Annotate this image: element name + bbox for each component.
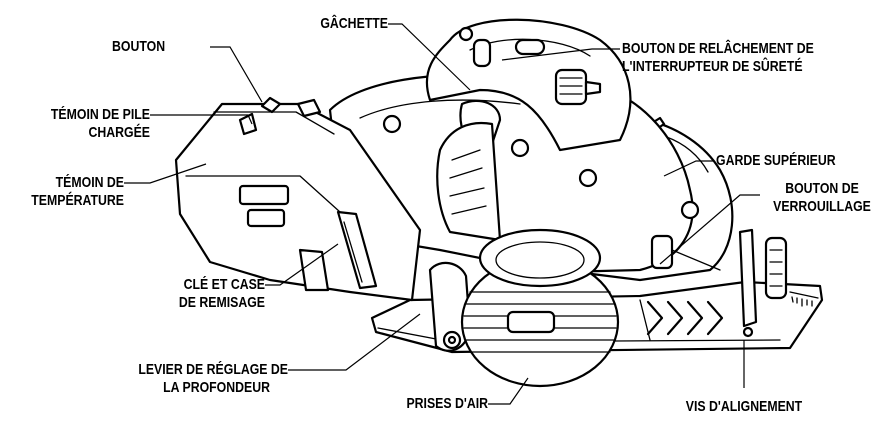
base-ruler — [789, 291, 819, 307]
label-cle-case-line1: CLÉ ET CASE — [183, 276, 265, 293]
base-chevrons — [646, 300, 724, 336]
label-vis-alignement: VIS D'ALIGNEMENT — [678, 398, 809, 416]
motor-end-cap — [460, 228, 620, 388]
label-cle-case-line2: DE REMISAGE — [178, 294, 265, 311]
label-garde-superieur-text: GARDE SUPÉRIEUR — [716, 152, 836, 169]
label-temoin-temperature-line1: TÉMOIN DE — [55, 174, 124, 191]
label-cle-case: CLÉ ET CASE DE REMISAGE — [154, 276, 265, 312]
label-bouton-relachement-line1: BOUTON DE RELÂCHEMENT DE — [622, 40, 814, 57]
label-bouton: BOUTON — [112, 38, 165, 56]
depth-lever — [428, 261, 472, 352]
label-levier-profondeur-line1: LEVIER DE RÉGLAGE DE — [138, 361, 288, 378]
label-temoin-pile-line2: CHARGÉE — [88, 124, 150, 141]
label-vis-alignement-text: VIS D'ALIGNEMENT — [685, 398, 803, 415]
label-prises-air: PRISES D'AIR — [367, 395, 488, 413]
label-gachette: GÂCHETTE — [291, 15, 388, 33]
label-temoin-pile-line1: TÉMOIN DE PILE — [50, 106, 150, 123]
label-temoin-temperature-line2: TEMPÉRATURE — [31, 192, 124, 209]
label-bouton-relachement-line2: L'INTERRUPTEUR DE SÛRETÉ — [622, 58, 803, 75]
label-levier-profondeur: LEVIER DE RÉGLAGE DE LA PROFONDEUR — [101, 361, 288, 397]
key-storage — [336, 210, 378, 290]
label-bouton-verrouillage: BOUTON DE VERROUILLAGE — [765, 180, 880, 216]
lock-button — [650, 234, 721, 271]
alignment-bracket — [738, 228, 788, 338]
handle — [425, 18, 632, 152]
safety-release-knob — [554, 68, 602, 106]
label-bouton-text: BOUTON — [112, 38, 166, 55]
label-prises-air-text: PRISES D'AIR — [406, 395, 488, 412]
label-temoin-pile: TÉMOIN DE PILE CHARGÉE — [27, 106, 150, 142]
label-levier-profondeur-line2: LA PROFONDEUR — [163, 379, 270, 396]
label-garde-superieur: GARDE SUPÉRIEUR — [716, 152, 836, 170]
label-bouton-verrouillage-line2: VERROUILLAGE — [773, 198, 871, 215]
label-gachette-text: GÂCHETTE — [320, 15, 388, 32]
label-bouton-relachement: BOUTON DE RELÂCHEMENT DE L'INTERRUPTEUR … — [622, 40, 814, 76]
label-bouton-verrouillage-line1: BOUTON DE — [785, 180, 859, 197]
label-temoin-temperature: TÉMOIN DE TEMPÉRATURE — [22, 174, 124, 210]
leader-lines — [124, 23, 760, 405]
blade-slot — [436, 122, 502, 242]
